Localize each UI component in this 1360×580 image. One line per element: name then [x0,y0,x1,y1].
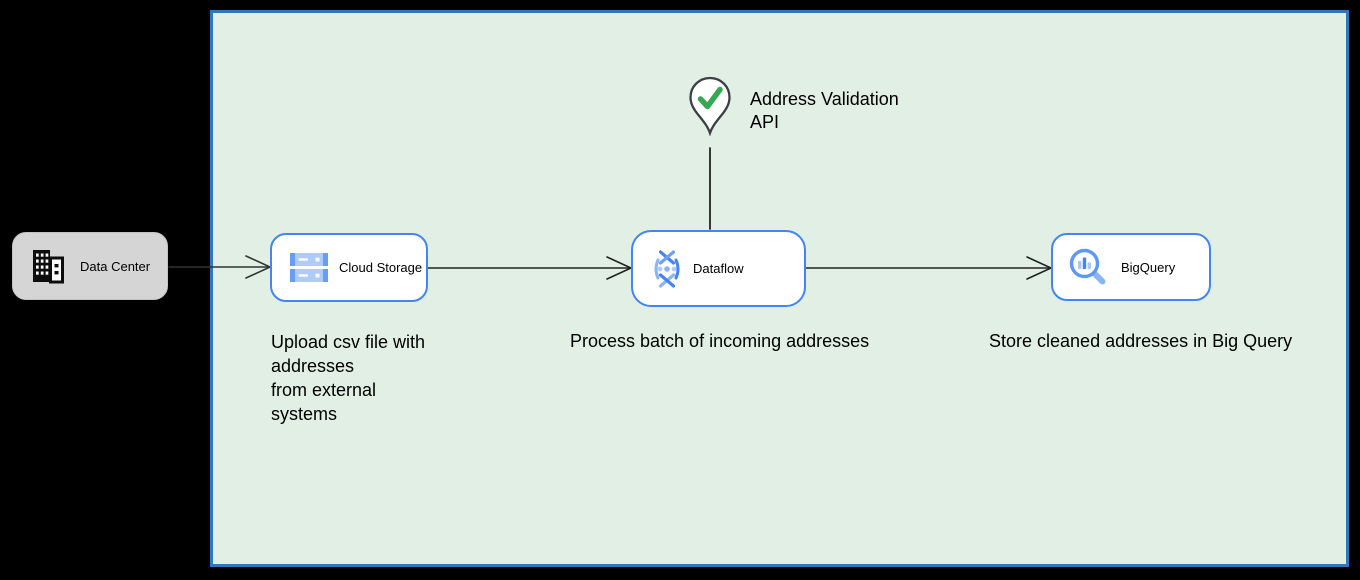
caption-bigquery: Store cleaned addresses in Big Query [989,331,1293,351]
node-data-center[interactable]: Data Center [12,232,168,300]
node-address-validation[interactable] [687,76,733,137]
caption-dataflow: Process batch of incoming addresses [570,331,870,351]
connector-dataflow-to-bigquery[interactable] [805,256,1053,280]
node-bigquery[interactable]: BigQuery [1051,233,1211,301]
cloud-storage-icon [290,253,328,282]
node-bigquery-label: BigQuery [1121,259,1176,275]
map-pin-check-icon [689,76,731,137]
connector-datacenter-to-cloudstorage[interactable] [168,255,272,279]
connector-cloudstorage-to-dataflow[interactable] [427,256,633,280]
address-validation-label: Address Validation API [750,89,899,132]
node-cloud-storage[interactable]: Cloud Storage [270,233,428,302]
node-dataflow-label: Dataflow [693,261,744,276]
node-dataflow[interactable]: Dataflow [631,230,806,307]
caption-cloud-storage: Upload csv file with addresses from exte… [271,332,426,424]
node-cloud-storage-label: Cloud Storage [339,260,423,275]
dataflow-icon [654,249,680,288]
building-icon [33,250,64,284]
check-icon [697,86,723,110]
node-data-center-label: Data Center [80,258,151,274]
bigquery-icon [1069,248,1106,285]
